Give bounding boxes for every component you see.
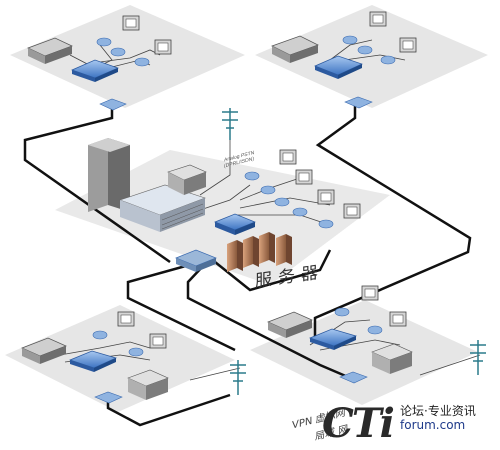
phone-icon <box>274 197 290 207</box>
watermark-url: forum.com <box>400 418 466 432</box>
phone-icon <box>342 35 358 45</box>
building-icon <box>88 138 108 212</box>
phone-icon <box>260 185 276 195</box>
site-top-left <box>27 15 172 111</box>
phone-icon <box>244 171 260 181</box>
phone-icon <box>134 57 150 67</box>
phone-icon <box>357 45 373 55</box>
phone-icon <box>96 37 112 47</box>
phone-icon <box>128 347 144 357</box>
site-platform-top-left <box>10 5 245 108</box>
site-bottom-left <box>21 311 246 404</box>
watermark-logo: CTi 论坛·专业资讯 forum.com <box>322 398 500 450</box>
modem-icon <box>99 98 127 111</box>
modem-icon <box>344 96 373 109</box>
site-top-right <box>271 11 417 109</box>
wan-links <box>23 105 472 427</box>
phone-icon <box>318 219 334 229</box>
phone-icon <box>110 47 126 57</box>
modem-icon <box>339 371 368 384</box>
telecom-tower-icon <box>222 108 238 140</box>
phone-icon <box>292 207 308 217</box>
site-bottom-right <box>267 285 486 384</box>
phone-icon <box>367 325 383 335</box>
telecom-tower-icon <box>230 360 246 395</box>
phone-icon <box>380 55 396 65</box>
watermark-tagline: 论坛·专业资讯 <box>400 404 476 418</box>
site-platform-bottom-left <box>5 305 235 412</box>
phone-icon <box>92 330 108 340</box>
server-icon <box>227 232 292 272</box>
watermark-brand: CTi <box>322 400 395 447</box>
datacenter <box>88 108 361 272</box>
modem-icon <box>94 391 123 404</box>
telecom-tower-icon <box>470 340 486 375</box>
phone-icon <box>334 307 350 317</box>
